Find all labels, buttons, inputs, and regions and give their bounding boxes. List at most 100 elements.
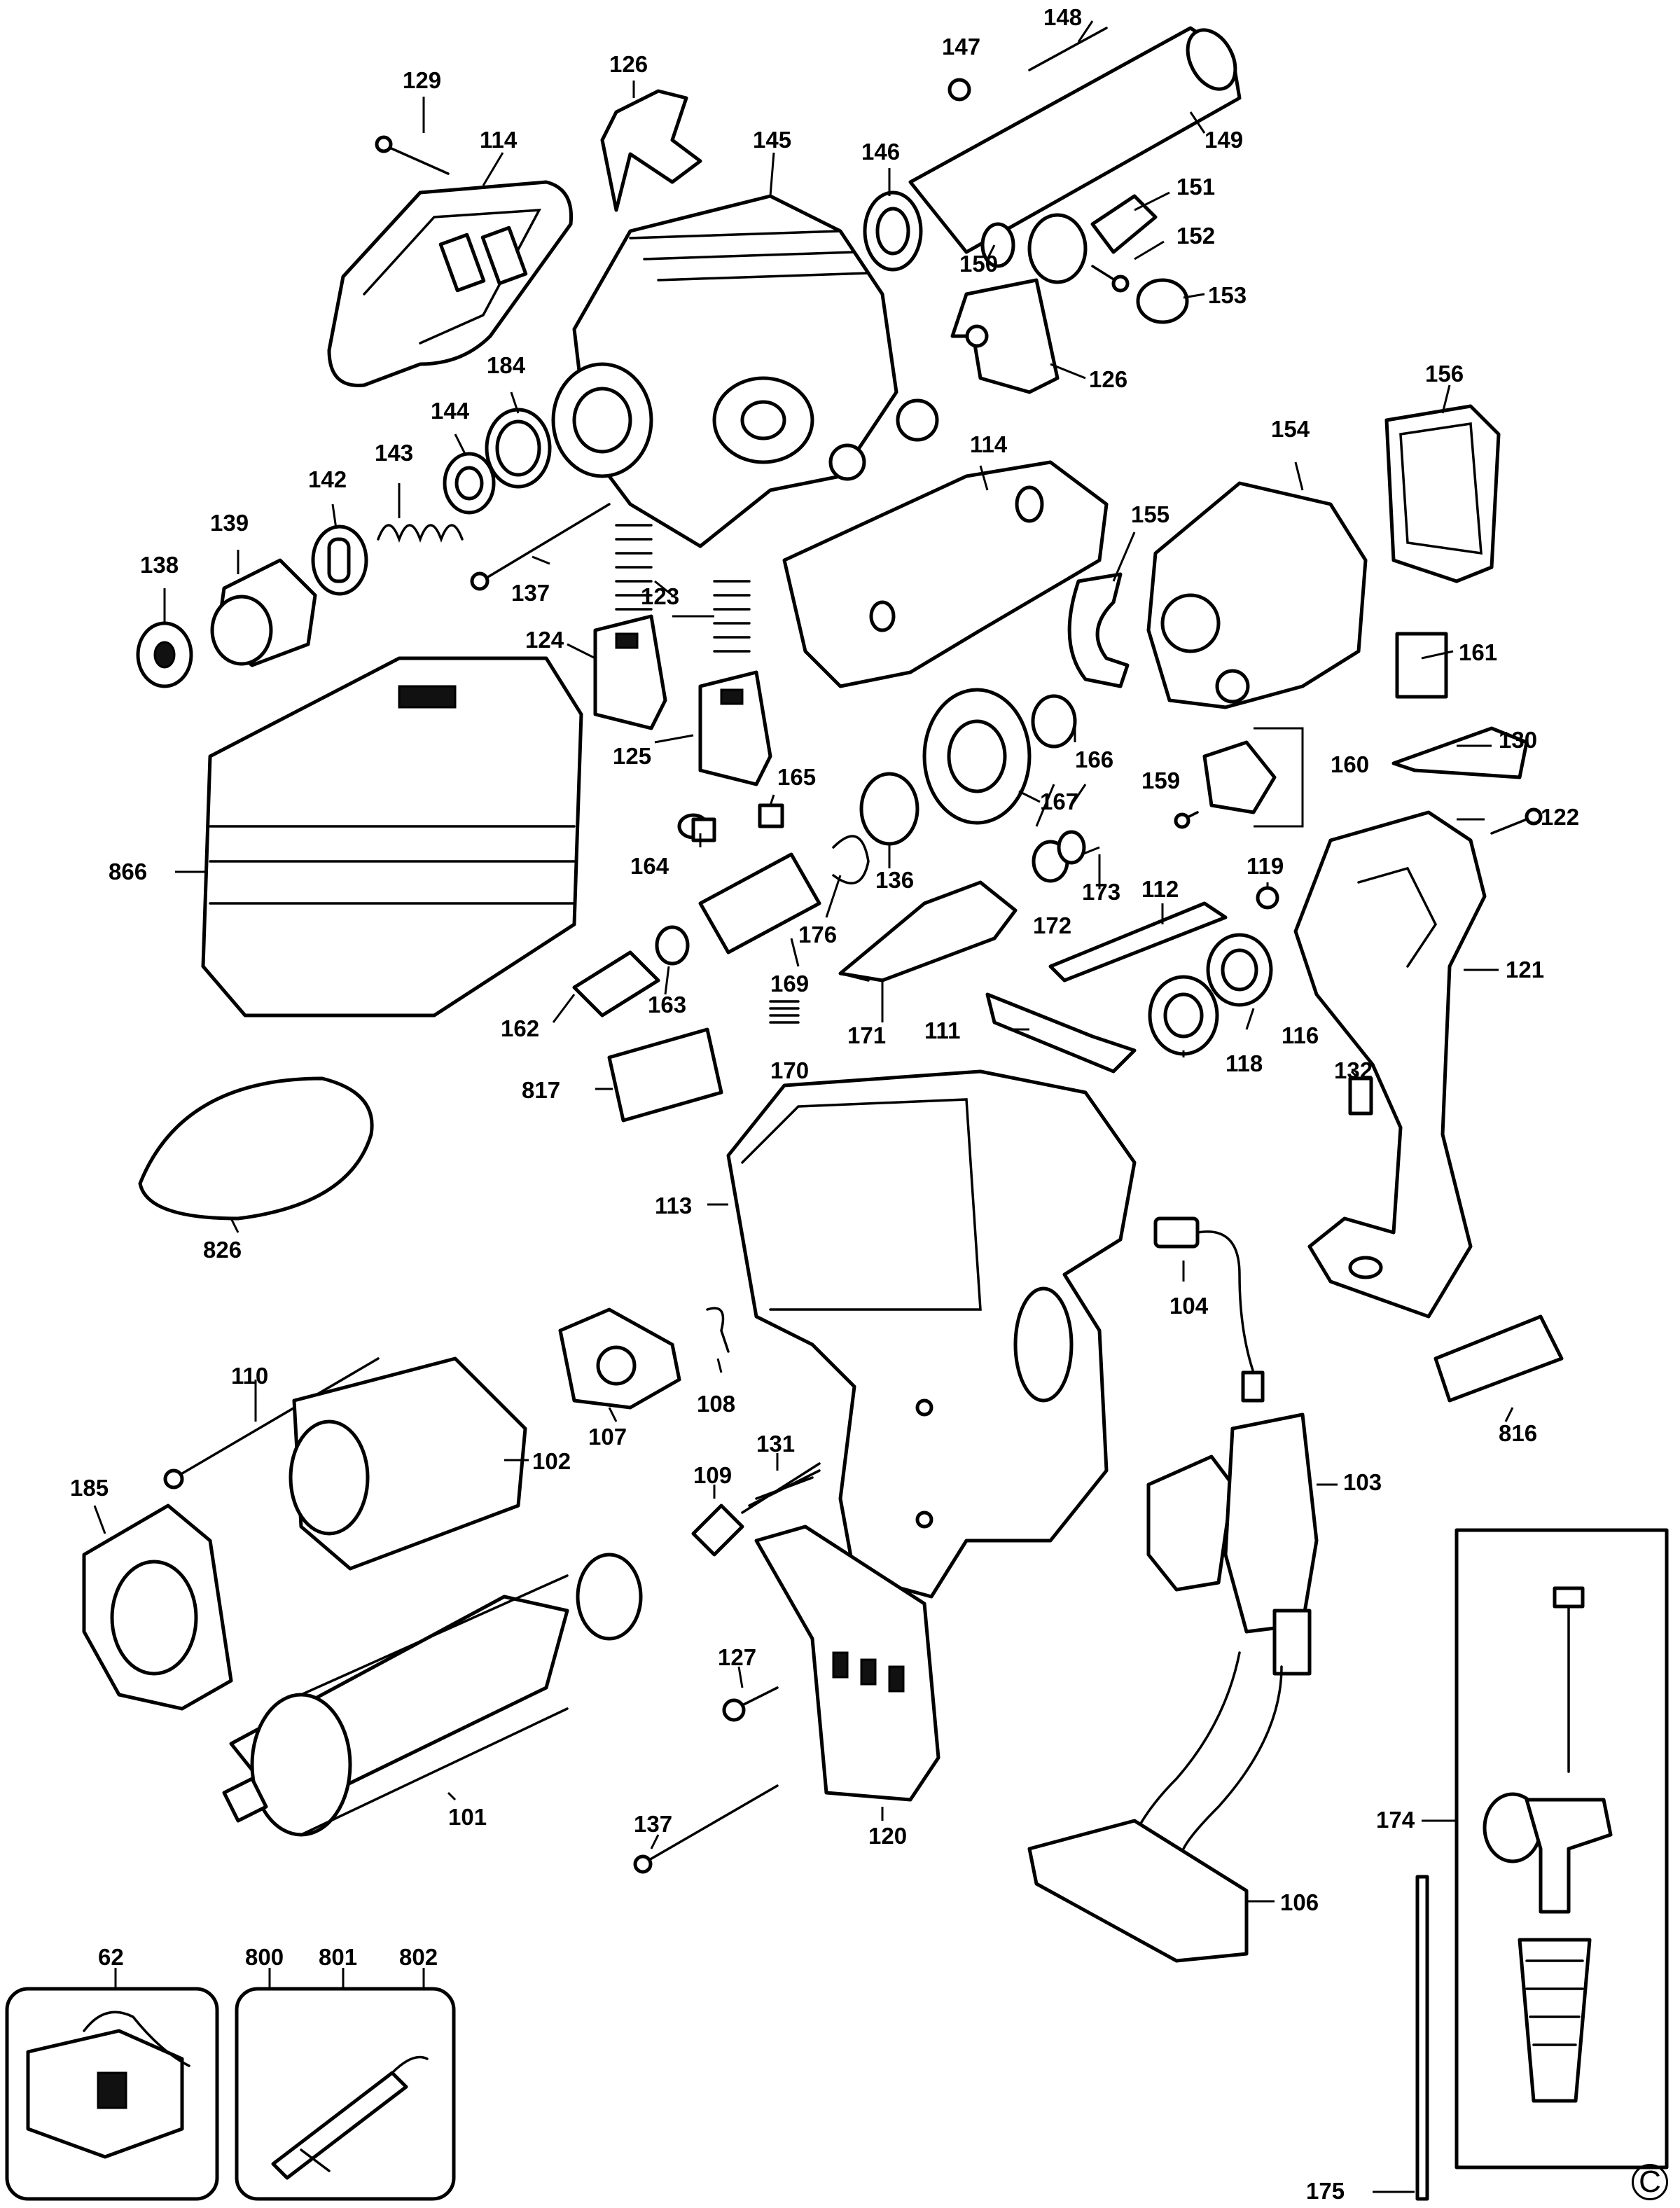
part-127-screw <box>722 1686 779 1722</box>
label-101: 101 <box>448 1804 487 1830</box>
part-104-brush <box>1153 1216 1265 1403</box>
part-185-baffle <box>82 1504 233 1711</box>
label-110: 110 <box>231 1363 269 1389</box>
label-138: 138 <box>140 552 179 578</box>
part-123-springs <box>615 524 751 653</box>
leader-lines <box>93 20 1514 2193</box>
part-125-brush-holder <box>698 670 772 786</box>
label-111: 111 <box>924 1018 961 1043</box>
label-150: 150 <box>959 251 999 277</box>
label-103: 103 <box>1343 1469 1382 1495</box>
label-114a: 114 <box>480 127 518 153</box>
label-161: 161 <box>1459 639 1498 665</box>
part-108-spring-clip <box>706 1307 730 1353</box>
part-121-handle <box>1293 810 1487 1319</box>
part-163-washer <box>655 925 690 966</box>
part-106-connector <box>1027 1651 1283 1963</box>
part-151-gear <box>1027 194 1158 284</box>
label-156: 156 <box>1425 361 1464 387</box>
label-113: 113 <box>655 1193 693 1218</box>
label-166: 166 <box>1075 747 1114 772</box>
part-130-cap <box>1391 726 1529 779</box>
part-184-seal-ring <box>485 408 552 489</box>
label-167: 167 <box>1040 789 1079 814</box>
label-171: 171 <box>847 1022 887 1048</box>
label-163: 163 <box>648 992 687 1018</box>
part-62-charger <box>5 1987 219 2201</box>
label-137a: 137 <box>511 580 550 606</box>
part-146-ring <box>863 190 923 272</box>
label-104: 104 <box>1169 1293 1209 1319</box>
part-142-ring <box>311 525 368 596</box>
part-170-spring <box>769 1000 800 1024</box>
part-126-lever <box>950 278 1060 394</box>
part-174-side-handle-box <box>1455 1528 1669 2169</box>
part-103-switch <box>1146 1412 1319 1676</box>
label-132: 132 <box>1334 1057 1373 1083</box>
copyright-mark: C <box>1632 2164 1668 2200</box>
label-102: 102 <box>532 1448 571 1474</box>
label-144: 144 <box>431 398 470 424</box>
label-125: 125 <box>613 743 652 769</box>
part-138-cap <box>136 621 193 688</box>
part-129-screw <box>375 135 450 175</box>
part-136-clutch <box>859 772 919 846</box>
part-164-bolt <box>677 813 716 842</box>
label-143: 143 <box>375 440 414 466</box>
label-130: 130 <box>1499 727 1538 753</box>
part-148-pin <box>1028 27 1108 71</box>
part-800-801-802-tool-kit <box>235 1987 456 2201</box>
label-175: 175 <box>1306 2178 1345 2204</box>
label-149: 149 <box>1205 127 1244 153</box>
part-109-plug <box>691 1504 744 1557</box>
label-120: 120 <box>868 1823 908 1849</box>
label-137b: 137 <box>634 1811 673 1837</box>
part-167-gear <box>922 688 1032 825</box>
part-131-spring <box>741 1462 821 1514</box>
part-139-sleeve <box>210 558 317 667</box>
label-800: 800 <box>245 1944 284 1970</box>
label-169: 169 <box>770 971 810 997</box>
label-139: 139 <box>210 510 249 536</box>
label-184: 184 <box>487 352 526 378</box>
part-826-label-oval <box>138 1076 374 1221</box>
label-107: 107 <box>588 1424 627 1450</box>
part-137-long-screw-top <box>470 503 611 591</box>
part-114-cover <box>782 460 1109 688</box>
part-137-long-screw-bottom <box>633 1784 779 1874</box>
label-148: 148 <box>1043 4 1083 30</box>
part-116-bearing <box>1206 933 1273 1007</box>
label-108: 108 <box>697 1391 736 1417</box>
label-119: 119 <box>1247 853 1284 879</box>
label-152: 152 <box>1176 223 1216 249</box>
label-62: 62 <box>98 1944 124 1970</box>
label-176: 176 <box>798 922 838 947</box>
part-124-brush-holder <box>593 614 667 730</box>
label-129: 129 <box>403 67 442 93</box>
label-164: 164 <box>630 853 669 879</box>
part-132-brush <box>1348 1076 1373 1116</box>
label-153: 153 <box>1208 282 1247 308</box>
part-114-handle-bracket <box>327 180 574 387</box>
label-126b: 126 <box>1089 366 1128 392</box>
label-801: 801 <box>319 1944 358 1970</box>
part-102-field-coil <box>289 1356 527 1571</box>
label-114b: 114 <box>970 431 1008 457</box>
part-165-nut <box>758 803 784 828</box>
label-160: 160 <box>1331 751 1370 777</box>
label-162: 162 <box>501 1015 540 1041</box>
label-112: 112 <box>1141 876 1179 902</box>
label-124: 124 <box>525 627 564 653</box>
part-159-screw <box>1174 811 1199 829</box>
part-118-bearing <box>1148 975 1219 1056</box>
part-101-armature <box>222 1553 643 1837</box>
label-172: 172 <box>1033 912 1072 938</box>
label-146: 146 <box>861 139 901 165</box>
label-116: 116 <box>1282 1022 1319 1048</box>
label-123: 123 <box>641 583 680 609</box>
part-152-screw <box>1091 265 1130 293</box>
part-171-armature-shaft <box>838 880 1018 983</box>
label-147: 147 <box>942 34 981 60</box>
label-159: 159 <box>1141 768 1181 793</box>
part-162-piston <box>572 950 660 1018</box>
